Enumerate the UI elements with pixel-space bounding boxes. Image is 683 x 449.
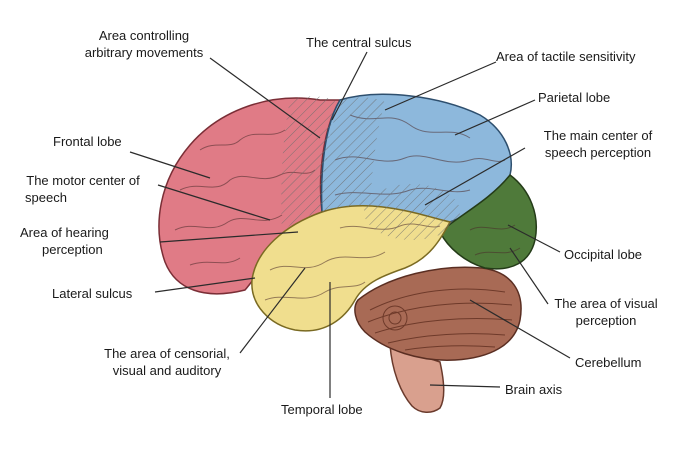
label-main-speech-perception: The main center of speech perception <box>528 127 668 161</box>
label-occipital-lobe: Occipital lobe <box>564 247 643 262</box>
label-visual-perception-line1: The area of visual <box>554 296 658 311</box>
cerebellum-shape <box>354 266 522 361</box>
label-cerebellum: Cerebellum <box>575 355 642 370</box>
label-area-arbitrary-movements-line2: arbitrary movements <box>84 45 204 60</box>
label-motor-speech: The motor center of speech <box>8 172 158 206</box>
label-temporal-lobe: Temporal lobe <box>281 402 363 417</box>
label-hearing-perception-line2: perception <box>42 242 103 257</box>
label-brain-axis: Brain axis <box>505 382 563 397</box>
label-tactile-sensitivity: Area of tactile sensitivity <box>496 49 636 64</box>
label-main-speech-perception-line2: speech perception <box>544 145 652 160</box>
hatched-motor-area <box>281 96 335 232</box>
label-area-arbitrary-movements-line1: Area controlling <box>98 28 190 43</box>
label-motor-speech-line2: speech <box>25 190 67 205</box>
label-area-arbitrary-movements: Area controlling arbitrary movements <box>64 27 224 61</box>
label-motor-speech-line1: The motor center of <box>26 173 140 188</box>
label-censorial-area-line2: visual and auditory <box>112 363 222 378</box>
label-central-sulcus: The central sulcus <box>306 35 412 50</box>
leader-lines <box>129 51 571 398</box>
brainstem-shape <box>389 343 445 413</box>
occipital-lobe-shape <box>439 173 537 270</box>
label-parietal-lobe: Parietal lobe <box>538 90 611 105</box>
label-hearing-perception-line1: Area of hearing <box>20 225 109 240</box>
label-visual-perception: The area of visual perception <box>544 295 668 329</box>
label-visual-perception-line2: perception <box>575 313 637 328</box>
cerebellum-folds <box>367 288 513 351</box>
label-frontal-lobe: Frontal lobe <box>53 134 122 149</box>
label-main-speech-perception-line1: The main center of <box>543 128 653 143</box>
hatched-tactile-area <box>322 97 385 212</box>
label-censorial-area-line1: The area of censorial, <box>104 346 230 361</box>
hatched-speech-perception-area <box>364 184 460 240</box>
label-censorial-area: The area of censorial, visual and audito… <box>92 345 242 379</box>
label-hearing-perception: Area of hearing perception <box>20 224 109 258</box>
label-lateral-sulcus: Lateral sulcus <box>52 286 133 301</box>
